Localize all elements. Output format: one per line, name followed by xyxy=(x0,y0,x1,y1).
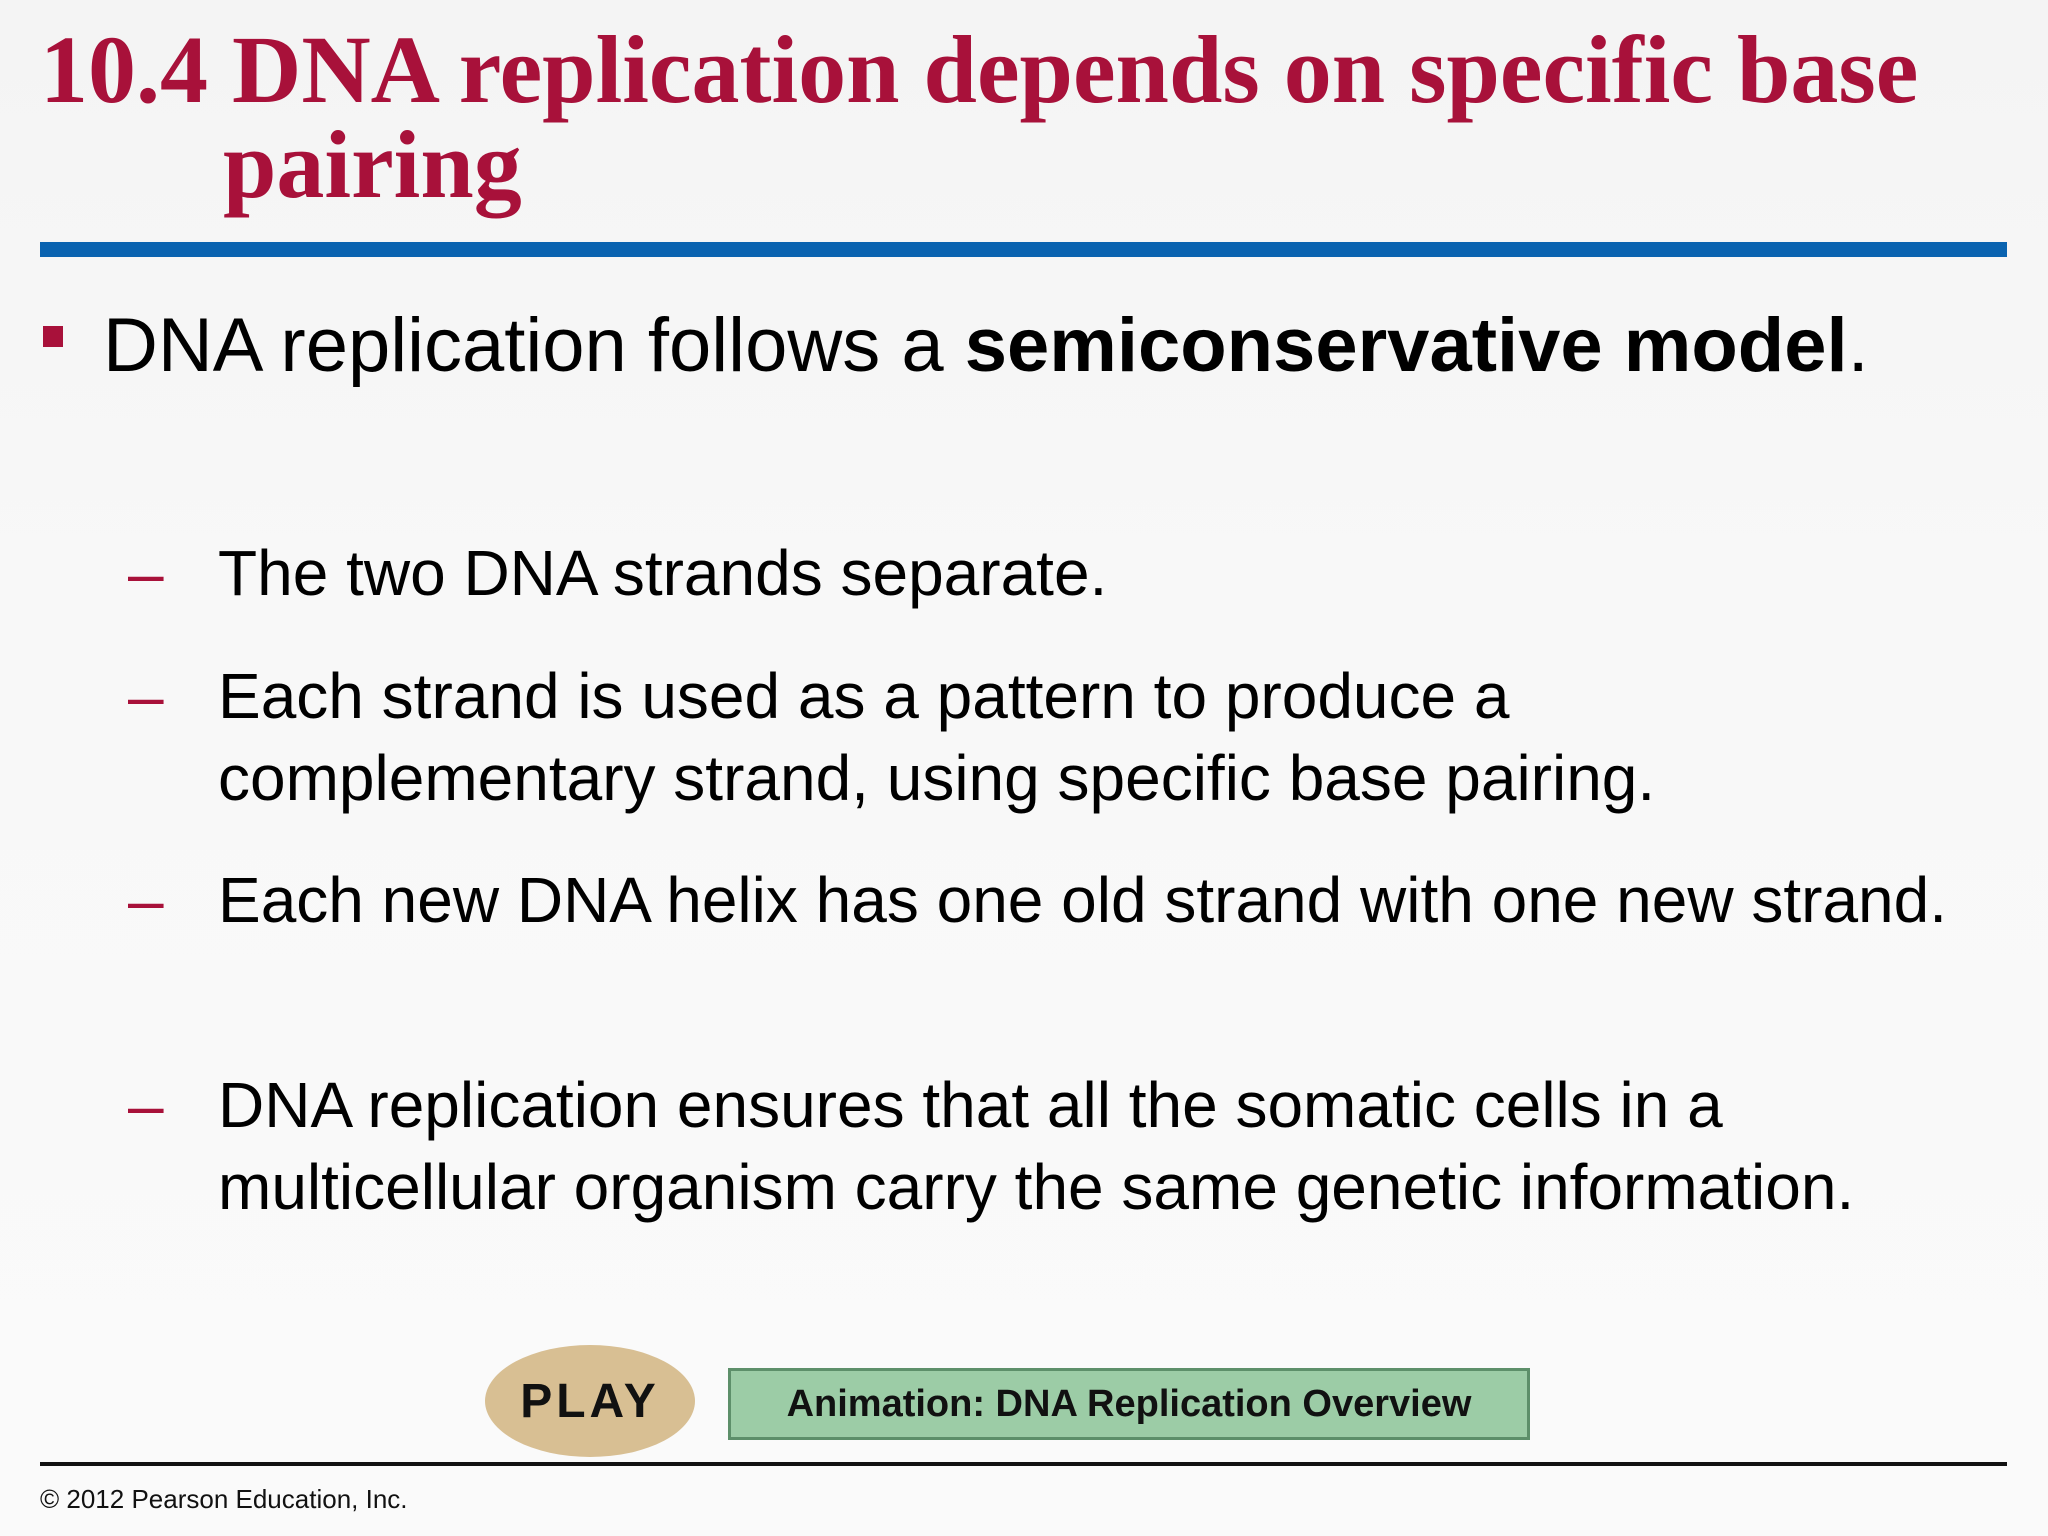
sub-bullet-text: The two DNA strands separate. xyxy=(218,537,1108,609)
play-button[interactable]: PLAY xyxy=(485,1345,695,1457)
sub-bullet-3: – Each new DNA helix has one old strand … xyxy=(128,859,1948,941)
main-bullet-suffix: . xyxy=(1847,303,1869,388)
main-bullet: DNA replication follows a semiconservati… xyxy=(103,297,1923,394)
animation-link-label: Animation: DNA Replication Overview xyxy=(786,1382,1472,1425)
play-button-label: PLAY xyxy=(520,1374,660,1428)
sub-bullet-text: Each new DNA helix has one old strand wi… xyxy=(218,864,1947,936)
main-bullet-bold-term: semiconservative model xyxy=(964,303,1848,388)
copyright-text: © 2012 Pearson Education, Inc. xyxy=(40,1484,408,1514)
square-bullet-icon xyxy=(43,326,63,347)
sub-bullet-1: – The two DNA strands separate. xyxy=(128,532,1948,614)
sub-bullet-text: DNA replication ensures that all the som… xyxy=(218,1069,1855,1223)
sub-bullet-2: – Each strand is used as a pattern to pr… xyxy=(128,655,1948,819)
main-bullet-text: DNA replication follows a xyxy=(103,303,965,388)
dash-icon: – xyxy=(128,660,164,732)
slide-title: 10.4 DNA replication depends on specific… xyxy=(40,16,1919,218)
dash-icon: – xyxy=(128,1069,164,1141)
sub-bullet-4: – DNA replication ensures that all the s… xyxy=(128,1064,1948,1228)
animation-link-button[interactable]: Animation: DNA Replication Overview xyxy=(728,1368,1530,1440)
dash-icon: – xyxy=(128,537,164,609)
title-divider xyxy=(40,242,2007,257)
dash-icon: – xyxy=(128,864,164,936)
sub-bullet-text: Each strand is used as a pattern to prod… xyxy=(218,660,1656,814)
footer-divider xyxy=(40,1462,2007,1466)
